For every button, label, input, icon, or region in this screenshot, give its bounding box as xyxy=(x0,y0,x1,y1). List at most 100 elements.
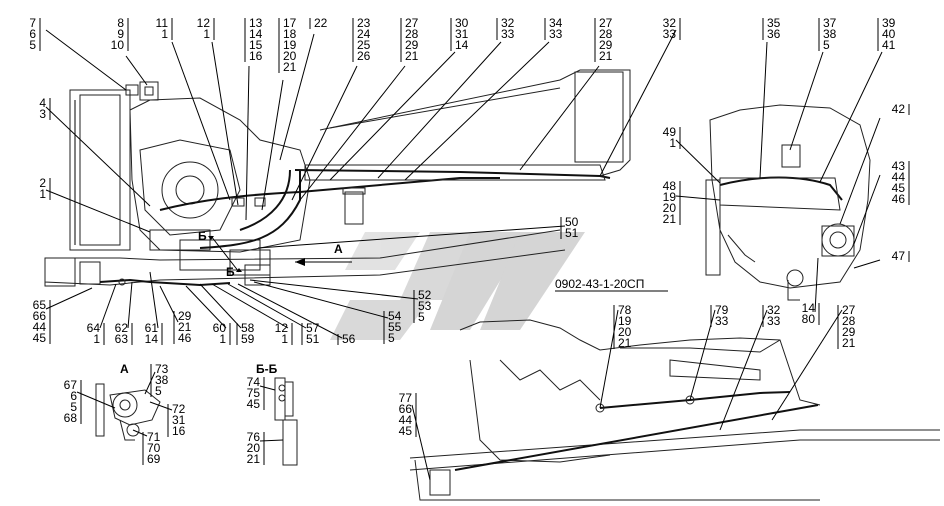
callout-number: 29 xyxy=(842,325,856,339)
callout-number: 80 xyxy=(802,312,816,326)
callout-number: 40 xyxy=(882,27,896,41)
callout-group: 42 xyxy=(839,102,910,225)
detail-view-a: А xyxy=(95,362,161,441)
callout-leader xyxy=(853,259,881,269)
callout-number: 55 xyxy=(388,320,402,334)
callout-number: 60 xyxy=(213,321,227,335)
callout-number: 5 xyxy=(29,38,36,52)
callout-number: 32 xyxy=(501,16,515,30)
callout-group: 22 xyxy=(279,16,328,161)
callout-leader xyxy=(211,41,239,206)
callout-leader xyxy=(259,439,284,442)
callout-number: 52 xyxy=(418,288,432,302)
callout-number: 69 xyxy=(147,452,161,466)
callout-number: 70 xyxy=(147,441,161,455)
callout-number: 14 xyxy=(455,38,469,52)
callout-number: 17 xyxy=(283,16,297,30)
callout-number: 68 xyxy=(64,411,78,425)
callout-number: 67 xyxy=(64,378,78,392)
callout-number: 21 xyxy=(283,60,297,74)
detail-a-title: А xyxy=(120,362,129,376)
callout-number: 10 xyxy=(111,38,125,52)
callout-number: 20 xyxy=(663,201,677,215)
callout-number: 15 xyxy=(249,38,263,52)
callout-number: 45 xyxy=(892,181,906,195)
callout-leader xyxy=(211,283,289,329)
callout-leader xyxy=(249,279,419,300)
callout-number: 33 xyxy=(767,314,781,328)
callout-number: 29 xyxy=(178,309,192,323)
callout-number: 25 xyxy=(357,38,371,52)
callout-number: 34 xyxy=(549,16,563,30)
callout-number: 23 xyxy=(357,16,371,30)
callout-number: 73 xyxy=(155,362,169,376)
callout-number: 5 xyxy=(418,310,425,324)
callout-number: 36 xyxy=(767,27,781,41)
callout-leader xyxy=(45,287,93,310)
callout-number: 21 xyxy=(178,320,192,334)
callout-leader xyxy=(144,371,156,395)
callout-leader xyxy=(819,51,883,183)
callout-number: 1 xyxy=(669,136,676,150)
callout-number: 6 xyxy=(29,27,36,41)
callout-number: 62 xyxy=(115,321,129,335)
callout-number: 21 xyxy=(663,212,677,226)
arrow-a-label: А xyxy=(334,242,343,256)
section-bb-title: Б-Б xyxy=(256,362,278,376)
callout-leader xyxy=(291,65,358,201)
callout-number: 47 xyxy=(892,249,906,263)
callout-leader xyxy=(159,285,179,323)
callout-number: 19 xyxy=(618,314,632,328)
callout-number: 20 xyxy=(618,325,632,339)
callout-number: 27 xyxy=(599,16,613,30)
callout-leader xyxy=(404,41,550,181)
callout-leader xyxy=(253,281,389,319)
callout-leader xyxy=(245,65,250,221)
callout-number: 45 xyxy=(247,397,261,411)
callout-number: 1 xyxy=(93,332,100,346)
callout-number: 27 xyxy=(405,16,419,30)
callout-leader xyxy=(259,385,276,391)
callout-leader xyxy=(689,309,716,401)
callout-number: 33 xyxy=(663,27,677,41)
callout-group: 765 xyxy=(29,16,127,91)
callout-leader xyxy=(329,51,456,181)
callout-number: 7 xyxy=(29,16,36,30)
callout-leader xyxy=(99,283,117,329)
front-view xyxy=(705,104,871,301)
callout-number: 20 xyxy=(283,49,297,63)
callout-number: 79 xyxy=(715,303,729,317)
callout-number: 31 xyxy=(455,27,469,41)
callout-number: 21 xyxy=(247,452,261,466)
callout-leader xyxy=(814,257,819,313)
callout-number: 29 xyxy=(599,38,613,52)
callout-leader xyxy=(599,309,619,409)
callout-number: 33 xyxy=(549,27,563,41)
callout-number: 44 xyxy=(33,320,47,334)
callout-number: 63 xyxy=(115,332,129,346)
drawing-number: 0902-43-1-20СП xyxy=(555,277,668,292)
callout-number: 4 xyxy=(39,96,46,110)
callout-number: 11 xyxy=(156,16,169,30)
callout-number: 50 xyxy=(565,215,579,229)
callout-number: 44 xyxy=(399,413,413,427)
cut-b-top-label: Б xyxy=(198,229,207,243)
callout-number: 74 xyxy=(247,375,261,389)
callout-group: 111 xyxy=(156,16,231,201)
callout-number: 27 xyxy=(842,303,856,317)
callout-group: 121 xyxy=(211,283,293,346)
callout-number: 1 xyxy=(219,332,226,346)
callout-leader xyxy=(261,79,284,211)
callout-group: 21 xyxy=(39,176,151,233)
